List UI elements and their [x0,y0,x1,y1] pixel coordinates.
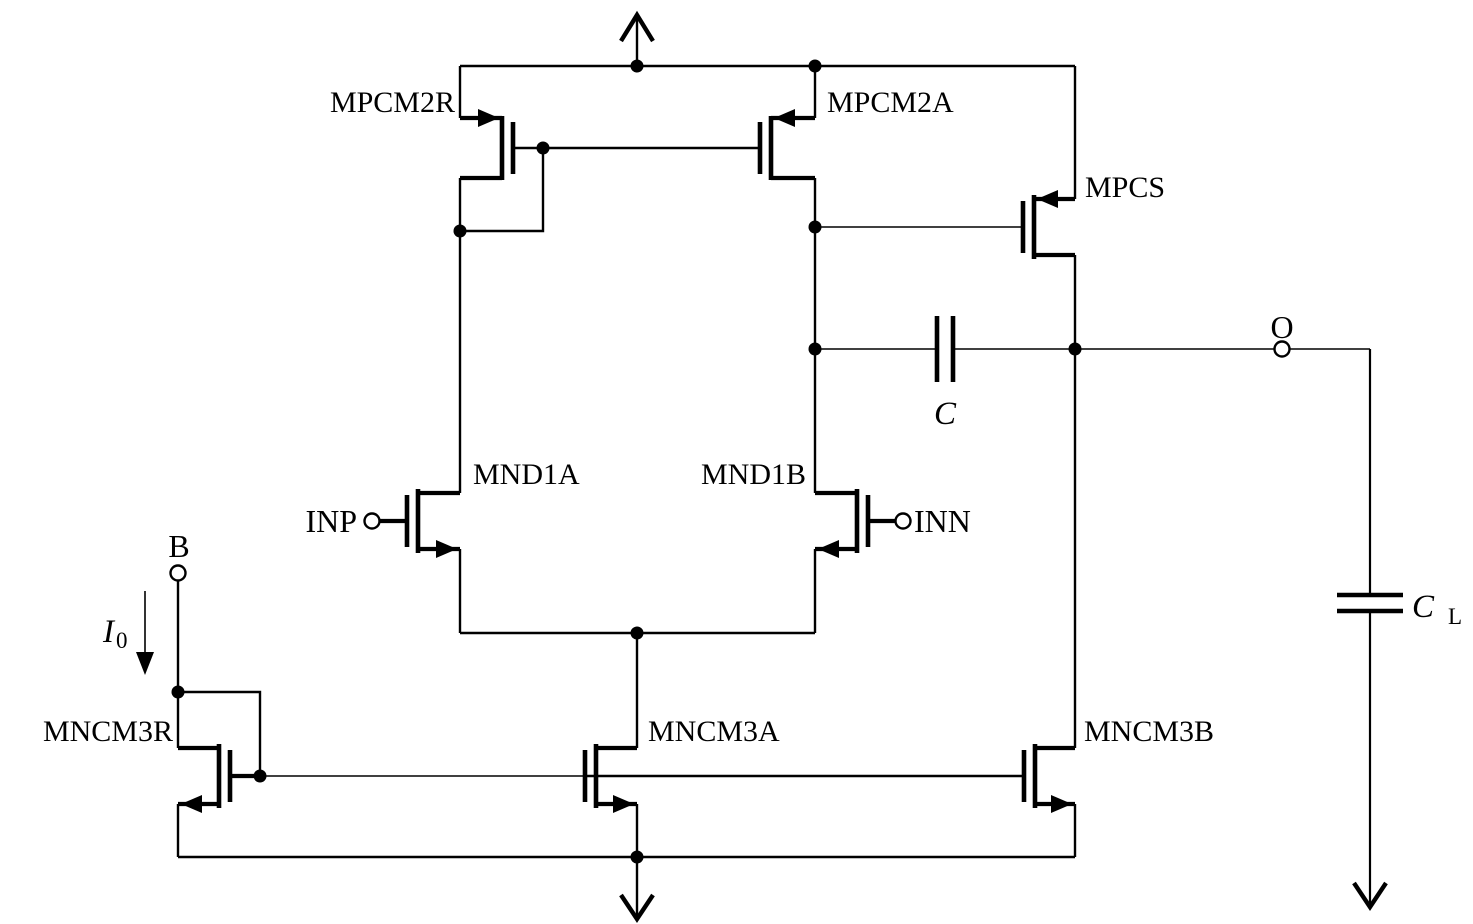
wire-mncm3r-diode-connection [178,690,262,776]
transistor-label: MPCM2R [330,86,455,119]
capacitor-load: C L [1337,589,1462,629]
current-down-arrow-icon [136,652,154,675]
transistor-label: MND1B [701,458,806,491]
terminal-node [169,564,187,582]
bias-current-annotation: I 0 [102,591,154,675]
pmos-source-arrow-icon [774,109,795,127]
gnd-down-arrow-icon [619,893,655,923]
vdd-up-arrow-icon [619,10,655,43]
terminal-inp: INP [305,503,381,539]
junction-dot [808,342,822,356]
terminal-node [894,512,912,530]
interconnect-wires [171,66,1388,911]
transistor-mncm3r: MNCM3R [43,715,260,813]
wire-mpcm2r-diode-connection [460,148,545,233]
capacitor-compensation: C [934,316,957,432]
transistor-mnd1b: MND1B [701,458,895,558]
transistor-mpcs: MPCS [1020,171,1165,259]
transistor-label: MNCM3R [43,715,173,748]
transistor-label: MPCM2A [827,86,954,119]
pmos-source-arrow-icon [1037,190,1058,208]
transistor-label: MND1A [473,458,580,491]
junction-dot [808,220,822,234]
cap-label-subscript: L [1448,604,1462,629]
transistor-mncm3a: MNCM3A [582,715,780,813]
terminal-label: B [168,528,189,564]
transistor-mpcm2a: MPCM2A [757,86,954,181]
junction-dot [630,626,644,640]
terminal-node [1273,340,1291,358]
junction-dot [453,224,467,238]
terminal-output: O [1270,309,1294,358]
junction-dot [630,59,644,73]
transistor-mpcm2r: MPCM2R [330,86,516,181]
cap-label: C [1412,589,1435,625]
pmos-source-arrow-icon [478,109,499,127]
junction-dot [536,141,550,155]
gnd-rail [178,850,1075,923]
terminal-label: O [1270,309,1293,345]
terminal-bias: B [168,528,190,582]
current-label-subscript: 0 [116,628,128,653]
nmos-source-arrow-icon [436,540,457,558]
terminal-inn: INN [894,503,971,539]
transistor-label: MNCM3B [1084,715,1214,748]
terminal-node [363,512,381,530]
nmos-source-arrow-icon [181,795,202,813]
nmos-source-arrow-icon [818,540,839,558]
gnd-down-arrow-icon [1352,881,1388,911]
junction-dot [1068,342,1082,356]
terminal-label: INP [305,503,357,539]
vdd-rail [460,10,1075,73]
nmos-source-arrow-icon [1051,795,1072,813]
transistor-mnd1a: MND1A [380,458,580,558]
nmos-source-arrow-icon [613,795,634,813]
transistor-label: MNCM3A [648,715,780,748]
terminal-label: INN [914,503,971,539]
junction-dot [171,685,185,699]
transistor-mncm3b: MNCM3B [1021,715,1214,813]
current-label: I [102,614,116,650]
transistor-label: MPCS [1085,171,1165,204]
cap-label: C [934,396,957,432]
